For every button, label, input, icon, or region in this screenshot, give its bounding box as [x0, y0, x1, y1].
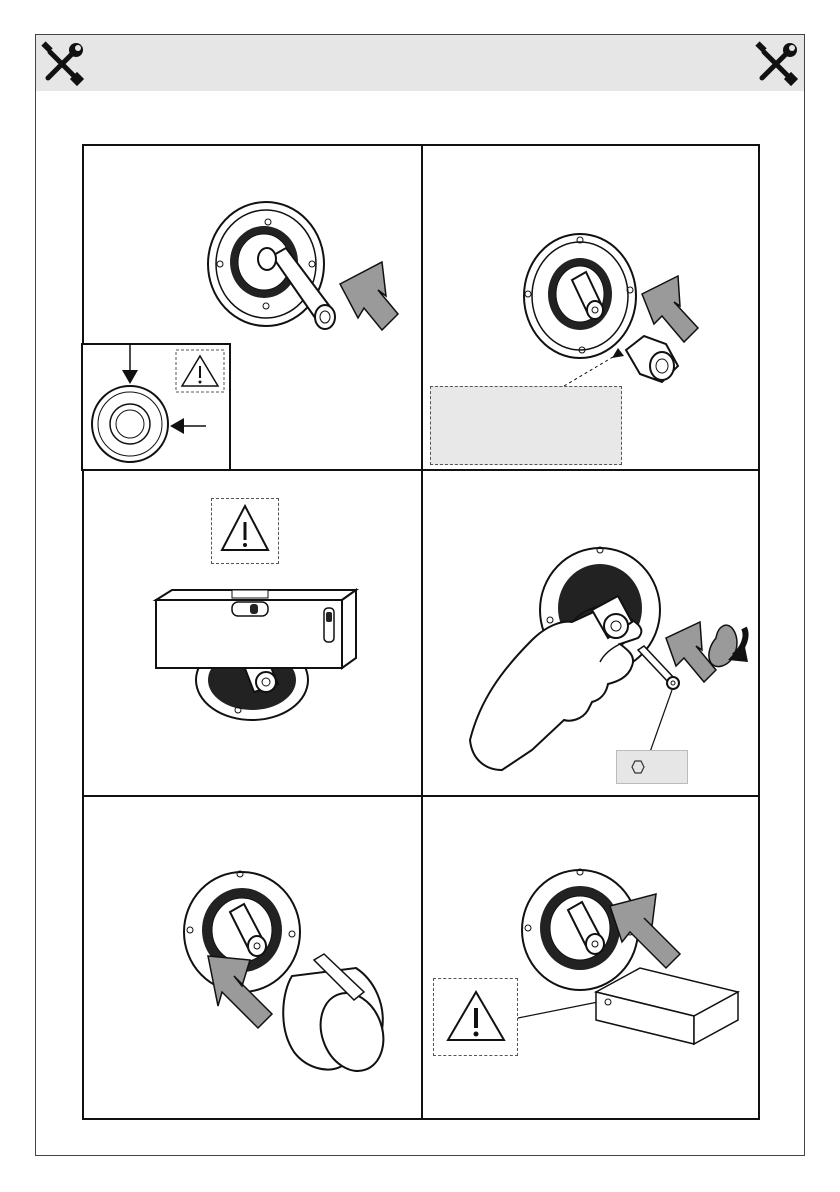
- rotate-arrow-icon: [709, 625, 748, 666]
- header-band: [36, 35, 804, 91]
- panel-3-illustration: [82, 470, 422, 796]
- valve-flange-icon: [524, 234, 636, 358]
- panel-6-illustration: [422, 796, 760, 1120]
- spirit-level-icon: [156, 590, 356, 668]
- hex-key-label: [616, 750, 688, 784]
- note-box: [430, 386, 622, 465]
- box-icon: [596, 968, 738, 1044]
- hex-key-icon: [631, 760, 645, 774]
- panel-5-illustration: [82, 796, 422, 1120]
- wrench-screwdriver-icon: [752, 40, 800, 88]
- push-arrow-icon: [340, 262, 398, 330]
- panel-1-illustration: [82, 144, 422, 470]
- wrench-screwdriver-icon: [38, 40, 86, 88]
- panel-4-illustration: [422, 470, 760, 796]
- warning-triangle-icon: [448, 992, 504, 1040]
- push-arrow-icon: [642, 276, 698, 342]
- knob-icon: [283, 954, 394, 1080]
- warning-triangle-icon: [222, 506, 268, 550]
- hex-adapter-icon: [626, 336, 678, 382]
